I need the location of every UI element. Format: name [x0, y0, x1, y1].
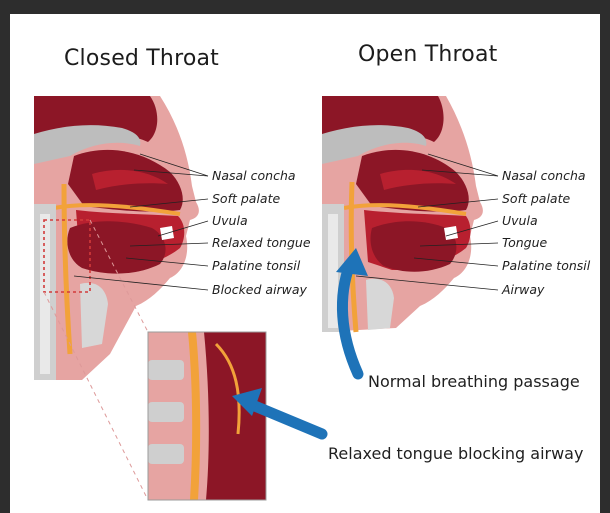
open-tongue	[371, 221, 457, 272]
open-label-soft-palate: Soft palate	[502, 191, 570, 206]
closed-label-soft-palate: Soft palate	[212, 191, 280, 206]
callout-relaxed-tongue: Relaxed tongue blocking airway	[328, 444, 583, 463]
closed-tongue	[67, 221, 165, 273]
open-label-nasal-concha: Nasal concha	[502, 168, 586, 183]
open-label-uvula: Uvula	[502, 213, 538, 228]
inset-airway	[192, 332, 196, 500]
closed-label-blocked-airway: Blocked airway	[212, 282, 307, 297]
inset-tongue-mass	[204, 332, 266, 500]
inset-vertebra-3	[148, 444, 184, 464]
open-label-tongue: Tongue	[502, 235, 547, 250]
closed-label-palatine-tonsil: Palatine tonsil	[212, 258, 300, 273]
inset-vertebra-2	[148, 402, 184, 422]
open-larynx	[366, 279, 394, 330]
open-spine-marrow	[328, 214, 338, 328]
callout-normal-breathing: Normal breathing passage	[368, 372, 580, 391]
closed-label-uvula: Uvula	[212, 213, 248, 228]
closed-label-nasal-concha: Nasal concha	[212, 168, 296, 183]
closed-label-relaxed-tongue: Relaxed tongue	[212, 235, 311, 250]
diagram-frame: Closed Throat Open Throat	[10, 14, 600, 513]
open-label-airway: Airway	[502, 282, 544, 297]
open-label-palatine-tonsil: Palatine tonsil	[502, 258, 590, 273]
inset-magnified	[148, 332, 266, 500]
inset-vertebra-1	[148, 360, 184, 380]
